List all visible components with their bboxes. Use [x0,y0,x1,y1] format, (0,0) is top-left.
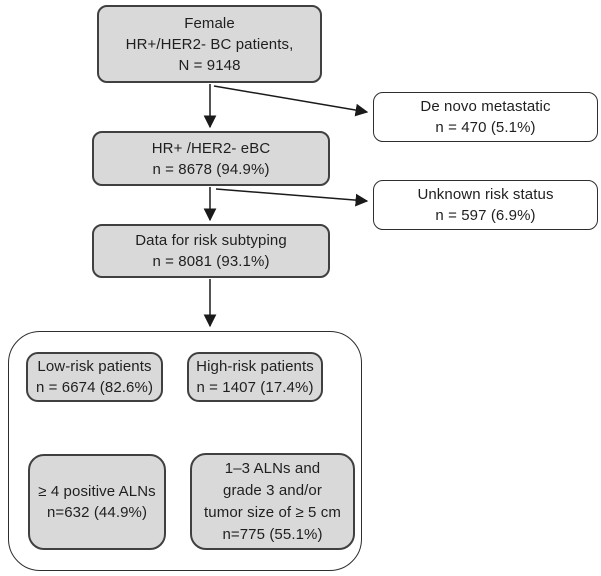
box-text-line: Data for risk subtyping [135,232,287,249]
box-aln13-grade3: 1–3 ALNs and grade 3 and/or tumor size o… [190,453,355,550]
box-risk-subtyping: Data for risk subtyping n = 8081 (93.1%) [92,224,330,278]
box-high-risk: High-risk patients n = 1407 (17.4%) [187,352,323,402]
box-unknown-risk-status: Unknown risk status n = 597 (6.9%) [373,180,598,230]
box-low-risk: Low-risk patients n = 6674 (82.6%) [26,352,163,402]
box-text-line: n=632 (44.9%) [46,504,148,521]
arrow-total-to-denovo [213,85,369,117]
box-total-patients: Female HR+/HER2- BC patients, N = 9148 [97,5,322,83]
box-text-line: Female [184,14,235,32]
box-text-line: HR+/HER2- BC patients, [125,35,294,53]
box-text-line: n = 470 (5.1%) [435,119,536,136]
box-text-line: tumor size of ≥ 5 cm [204,503,341,521]
arrow-ebc-to-unknown [215,188,369,207]
box-text-line: De novo metastatic [420,98,551,115]
box-text-line: n = 6674 (82.6%) [35,379,154,396]
box-text-line: ≥ 4 positive ALNs [38,483,156,500]
box-text-line: Unknown risk status [417,186,554,203]
box-text-line: n = 597 (6.9%) [435,207,536,224]
box-text-line: grade 3 and/or [223,481,322,499]
box-aln4-positive: ≥ 4 positive ALNs n=632 (44.9%) [28,454,166,550]
box-text-line: High-risk patients [196,358,314,375]
box-de-novo-metastatic: De novo metastatic n = 470 (5.1%) [373,92,598,142]
box-text-line: n=775 (55.1%) [222,525,323,543]
box-text-line: Low-risk patients [37,358,152,375]
box-text-line: 1–3 ALNs and [224,459,321,477]
box-text-line: HR+ /HER2- eBC [151,139,271,157]
box-text-line: n = 8678 (94.9%) [152,160,270,178]
box-text-line: N = 9148 [178,56,241,74]
box-ebc: HR+ /HER2- eBC n = 8678 (94.9%) [92,131,330,186]
box-text-line: n = 1407 (17.4%) [196,379,314,396]
box-text-line: n = 8081 (93.1%) [152,253,270,270]
